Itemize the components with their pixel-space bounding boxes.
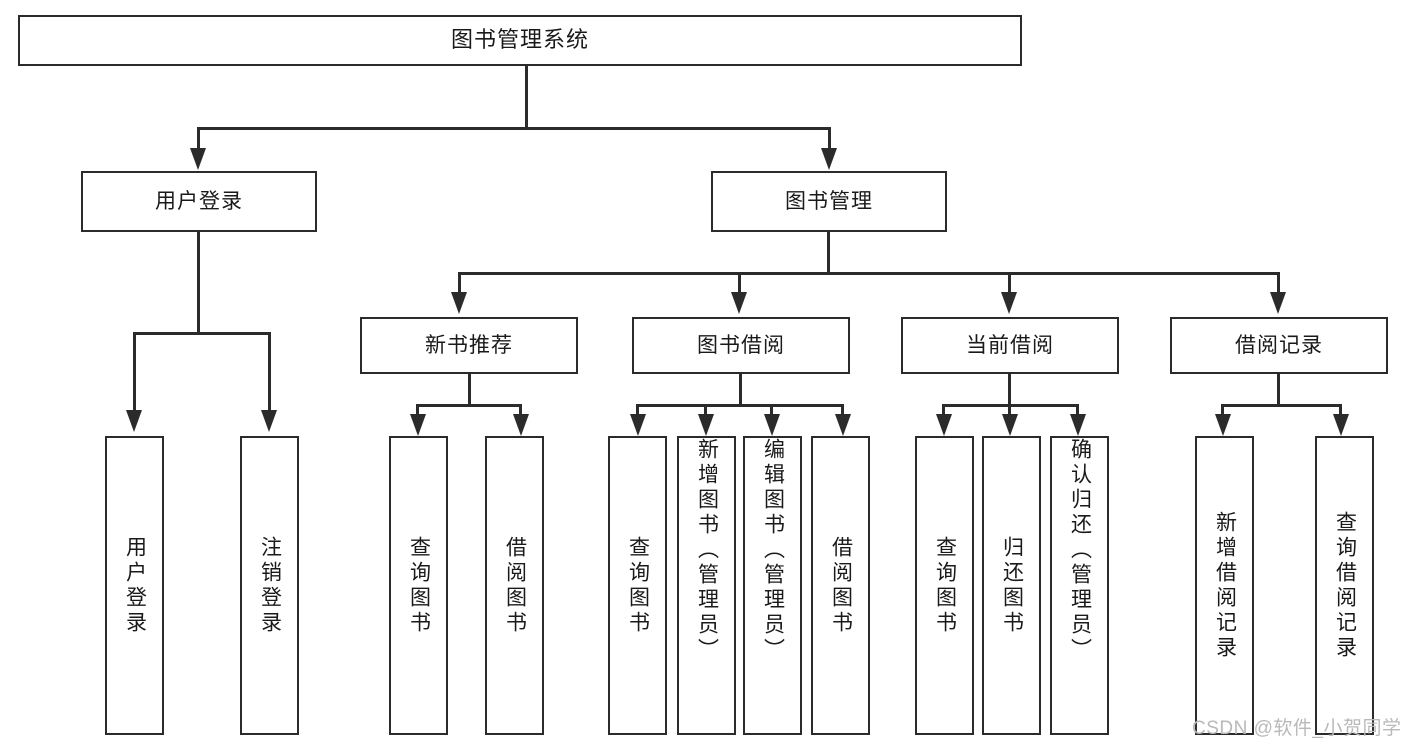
connector-recommend-child2-drop: [519, 404, 522, 418]
node-label: 当前借阅: [966, 333, 1054, 357]
arrowhead-to-leaf-user-login: [126, 410, 142, 432]
connector-borrow-child1-drop: [636, 404, 639, 418]
arrowhead-to-new-book-recommend: [451, 292, 467, 314]
node-user-login[interactable]: 用户登录: [81, 171, 317, 232]
arrowhead-borrow-child3: [764, 414, 780, 436]
connector-current-child1-drop: [942, 404, 945, 418]
arrowhead-borrow-child1: [630, 414, 646, 436]
leaf-label: 用户登录: [123, 535, 147, 636]
connector-record-child2-drop: [1339, 404, 1342, 418]
arrowhead-borrow-child2: [698, 414, 714, 436]
connector-book-manage-child2-drop: [738, 272, 741, 294]
connector-recommend-stem: [468, 374, 471, 406]
leaf-label: 归还图书: [1000, 535, 1024, 636]
arrowhead-borrow-child4: [835, 414, 851, 436]
leaf-label: 借阅图书: [503, 535, 527, 636]
connector-root-bus-left-drop: [197, 127, 200, 150]
arrowhead-recommend-child2: [513, 414, 529, 436]
connector-user-login-bus: [133, 332, 270, 335]
connector-book-manage-stem: [827, 232, 830, 274]
leaf-confirm-return-admin[interactable]: 确认归还（管理员）: [1050, 436, 1109, 735]
arrowhead-current-child1: [936, 414, 952, 436]
connector-root-bus-right-drop: [828, 127, 831, 150]
leaf-label: 借阅图书: [829, 535, 853, 636]
connector-current-child3-drop: [1076, 404, 1079, 418]
leaf-user-login[interactable]: 用户登录: [105, 436, 164, 735]
leaf-label: 编辑图书（管理员）: [761, 438, 785, 663]
node-book-manage[interactable]: 图书管理: [711, 171, 947, 232]
connector-record-stem: [1277, 374, 1280, 406]
node-label: 图书管理系统: [450, 27, 589, 53]
connector-user-login-child2-drop: [268, 332, 271, 412]
connector-user-login-child1-drop: [133, 332, 136, 412]
leaf-label: 新增借阅记录: [1213, 510, 1237, 661]
leaf-edit-book-admin[interactable]: 编辑图书（管理员）: [743, 436, 802, 735]
leaf-query-book-borrow[interactable]: 查询图书: [608, 436, 667, 735]
leaf-add-borrow-record[interactable]: 新增借阅记录: [1195, 436, 1254, 735]
arrowhead-current-child3: [1070, 414, 1086, 436]
connector-borrow-child2-drop: [704, 404, 707, 418]
arrowhead-to-borrow-record: [1270, 292, 1286, 314]
arrowhead-recommend-child1: [410, 414, 426, 436]
connector-book-manage-bus: [458, 272, 1280, 275]
node-label: 图书借阅: [697, 333, 785, 357]
leaf-query-book-recommend[interactable]: 查询图书: [389, 436, 448, 735]
connector-book-manage-child4-drop: [1277, 272, 1280, 294]
leaf-query-book-current[interactable]: 查询图书: [915, 436, 974, 735]
arrowhead-to-user-login: [190, 148, 206, 170]
connector-book-manage-child1-drop: [458, 272, 461, 294]
leaf-logout[interactable]: 注销登录: [240, 436, 299, 735]
leaf-label: 注销登录: [258, 535, 282, 636]
leaf-return-book[interactable]: 归还图书: [982, 436, 1041, 735]
node-label: 图书管理: [785, 189, 873, 213]
watermark-text: CSDN @软件_小贺同学: [1192, 718, 1402, 739]
connector-book-manage-child3-drop: [1008, 272, 1011, 294]
arrowhead-to-current-borrow: [1001, 292, 1017, 314]
node-book-borrow[interactable]: 图书借阅: [632, 317, 850, 374]
connector-borrow-child4-drop: [841, 404, 844, 418]
node-label: 借阅记录: [1235, 333, 1323, 357]
node-label: 新书推荐: [425, 333, 513, 357]
connector-current-stem: [1008, 374, 1011, 406]
connector-borrow-stem: [739, 374, 742, 406]
connector-user-login-stem: [197, 232, 200, 333]
arrowhead-record-child2: [1333, 414, 1349, 436]
connector-borrow-bus: [636, 404, 844, 407]
leaf-add-book-admin[interactable]: 新增图书（管理员）: [677, 436, 736, 735]
connector-record-child1-drop: [1221, 404, 1224, 418]
arrowhead-to-book-manage: [821, 148, 837, 170]
connector-root-stem: [525, 66, 528, 128]
connector-recommend-child1-drop: [416, 404, 419, 418]
node-borrow-record[interactable]: 借阅记录: [1170, 317, 1388, 374]
node-label: 用户登录: [155, 189, 243, 213]
leaf-label: 查询图书: [933, 535, 957, 636]
leaf-borrow-book[interactable]: 借阅图书: [811, 436, 870, 735]
node-current-borrow[interactable]: 当前借阅: [901, 317, 1119, 374]
connector-record-bus: [1221, 404, 1342, 407]
leaf-label: 确认归还（管理员）: [1068, 438, 1092, 663]
arrowhead-to-leaf-logout: [261, 410, 277, 432]
connector-borrow-child3-drop: [770, 404, 773, 418]
connector-root-bus: [197, 127, 831, 130]
arrowhead-record-child1: [1215, 414, 1231, 436]
connector-recommend-bus: [416, 404, 522, 407]
node-root-system[interactable]: 图书管理系统: [18, 15, 1022, 66]
leaf-label: 查询图书: [626, 535, 650, 636]
leaf-label: 新增图书（管理员）: [695, 438, 719, 663]
leaf-query-borrow-record[interactable]: 查询借阅记录: [1315, 436, 1374, 735]
leaf-borrow-book-recommend[interactable]: 借阅图书: [485, 436, 544, 735]
arrowhead-to-book-borrow: [731, 292, 747, 314]
leaf-label: 查询图书: [407, 535, 431, 636]
connector-current-child2-drop: [1008, 404, 1011, 418]
arrowhead-current-child2: [1002, 414, 1018, 436]
node-new-book-recommend[interactable]: 新书推荐: [360, 317, 578, 374]
leaf-label: 查询借阅记录: [1333, 510, 1357, 661]
